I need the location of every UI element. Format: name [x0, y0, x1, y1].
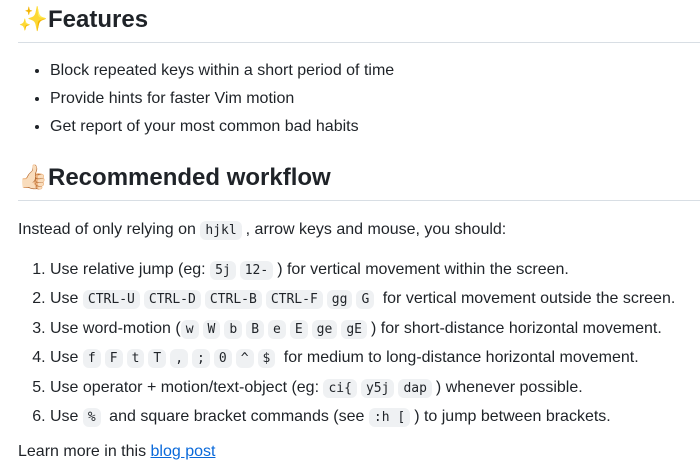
inline-code: f [82, 349, 101, 369]
step-text: ) whenever possible. [435, 378, 583, 396]
inline-code: W [202, 319, 221, 339]
inline-code: B [246, 319, 265, 339]
workflow-heading-text: Recommended workflow [48, 164, 331, 191]
inline-code: G [356, 290, 375, 310]
step-text: Use relative jump (eg: [50, 261, 211, 278]
inline-code: CTRL-F [265, 290, 323, 310]
step-text: Use [50, 349, 83, 367]
features-heading: ✨Features [18, 4, 700, 43]
inline-code: $ [257, 349, 276, 369]
inline-code: ^ [235, 349, 254, 369]
step-text: for medium to long-distance horizontal m… [279, 349, 639, 367]
inline-code: ge [311, 319, 338, 339]
inline-code: CTRL-B [204, 290, 262, 310]
inline-code: gE [341, 319, 367, 339]
inline-code: y5j [360, 378, 395, 398]
inline-code: b [224, 319, 243, 339]
intro-text-after: , arrow keys and mouse, you should: [245, 221, 507, 238]
step-text: and square bracket commands (see [104, 408, 369, 426]
inline-code: F [104, 349, 123, 369]
workflow-intro: Instead of only relying on hjkl, arrow k… [18, 216, 506, 245]
list-item: Provide hints for faster Vim motion [50, 85, 394, 113]
inline-code: 0 [213, 349, 232, 369]
blog-post-link[interactable]: blog post [150, 443, 216, 460]
inline-code: CTRL-D [143, 290, 201, 310]
inline-code: ci{ [323, 378, 357, 398]
features-list: Block repeated keys within a short perio… [18, 57, 394, 141]
step-text: Use [50, 408, 83, 426]
inline-code: E [289, 319, 308, 339]
inline-code: 5j [210, 261, 236, 280]
step-text: ) for vertical movement within the scree… [277, 261, 569, 278]
inline-code: w [180, 319, 199, 339]
inline-code: % [82, 408, 101, 428]
inline-code: t [126, 349, 145, 369]
list-item: Get report of your most common bad habit… [50, 113, 394, 141]
inline-code: , [170, 349, 189, 369]
thumbs-up-icon: 👍🏻 [18, 164, 48, 191]
intro-text-before: Instead of only relying on [18, 221, 201, 238]
inline-code: dap [398, 378, 432, 398]
workflow-step: Use % and square bracket commands (see :… [50, 403, 675, 432]
step-text: for vertical movement outside the screen… [378, 290, 676, 308]
step-text: Use operator + motion/text-object (eg: [50, 378, 324, 396]
workflow-heading: 👍🏻Recommended workflow [18, 162, 700, 201]
inline-code: CTRL-U [82, 290, 140, 310]
step-text: Use word-motion ( [50, 319, 181, 337]
features-heading-text: Features [48, 6, 149, 33]
inline-code: gg [326, 290, 353, 310]
list-item: Block repeated keys within a short perio… [50, 57, 394, 85]
workflow-step: Use operator + motion/text-object (eg: c… [50, 374, 675, 403]
step-text: Use [50, 290, 83, 308]
inline-code: 12- [239, 261, 274, 280]
inline-code: :h [ [368, 408, 411, 428]
learn-more: Learn more in this blog post [18, 438, 215, 466]
inline-code: hjkl [200, 221, 242, 240]
learn-more-text: Learn more in this [18, 443, 151, 460]
step-text: ) to jump between brackets. [414, 408, 611, 426]
inline-code: e [268, 319, 286, 339]
step-text: ) for short-distance horizontal movement… [370, 319, 662, 337]
sparkles-icon: ✨ [18, 6, 48, 33]
inline-code: ; [192, 349, 210, 369]
inline-code: T [148, 349, 167, 369]
